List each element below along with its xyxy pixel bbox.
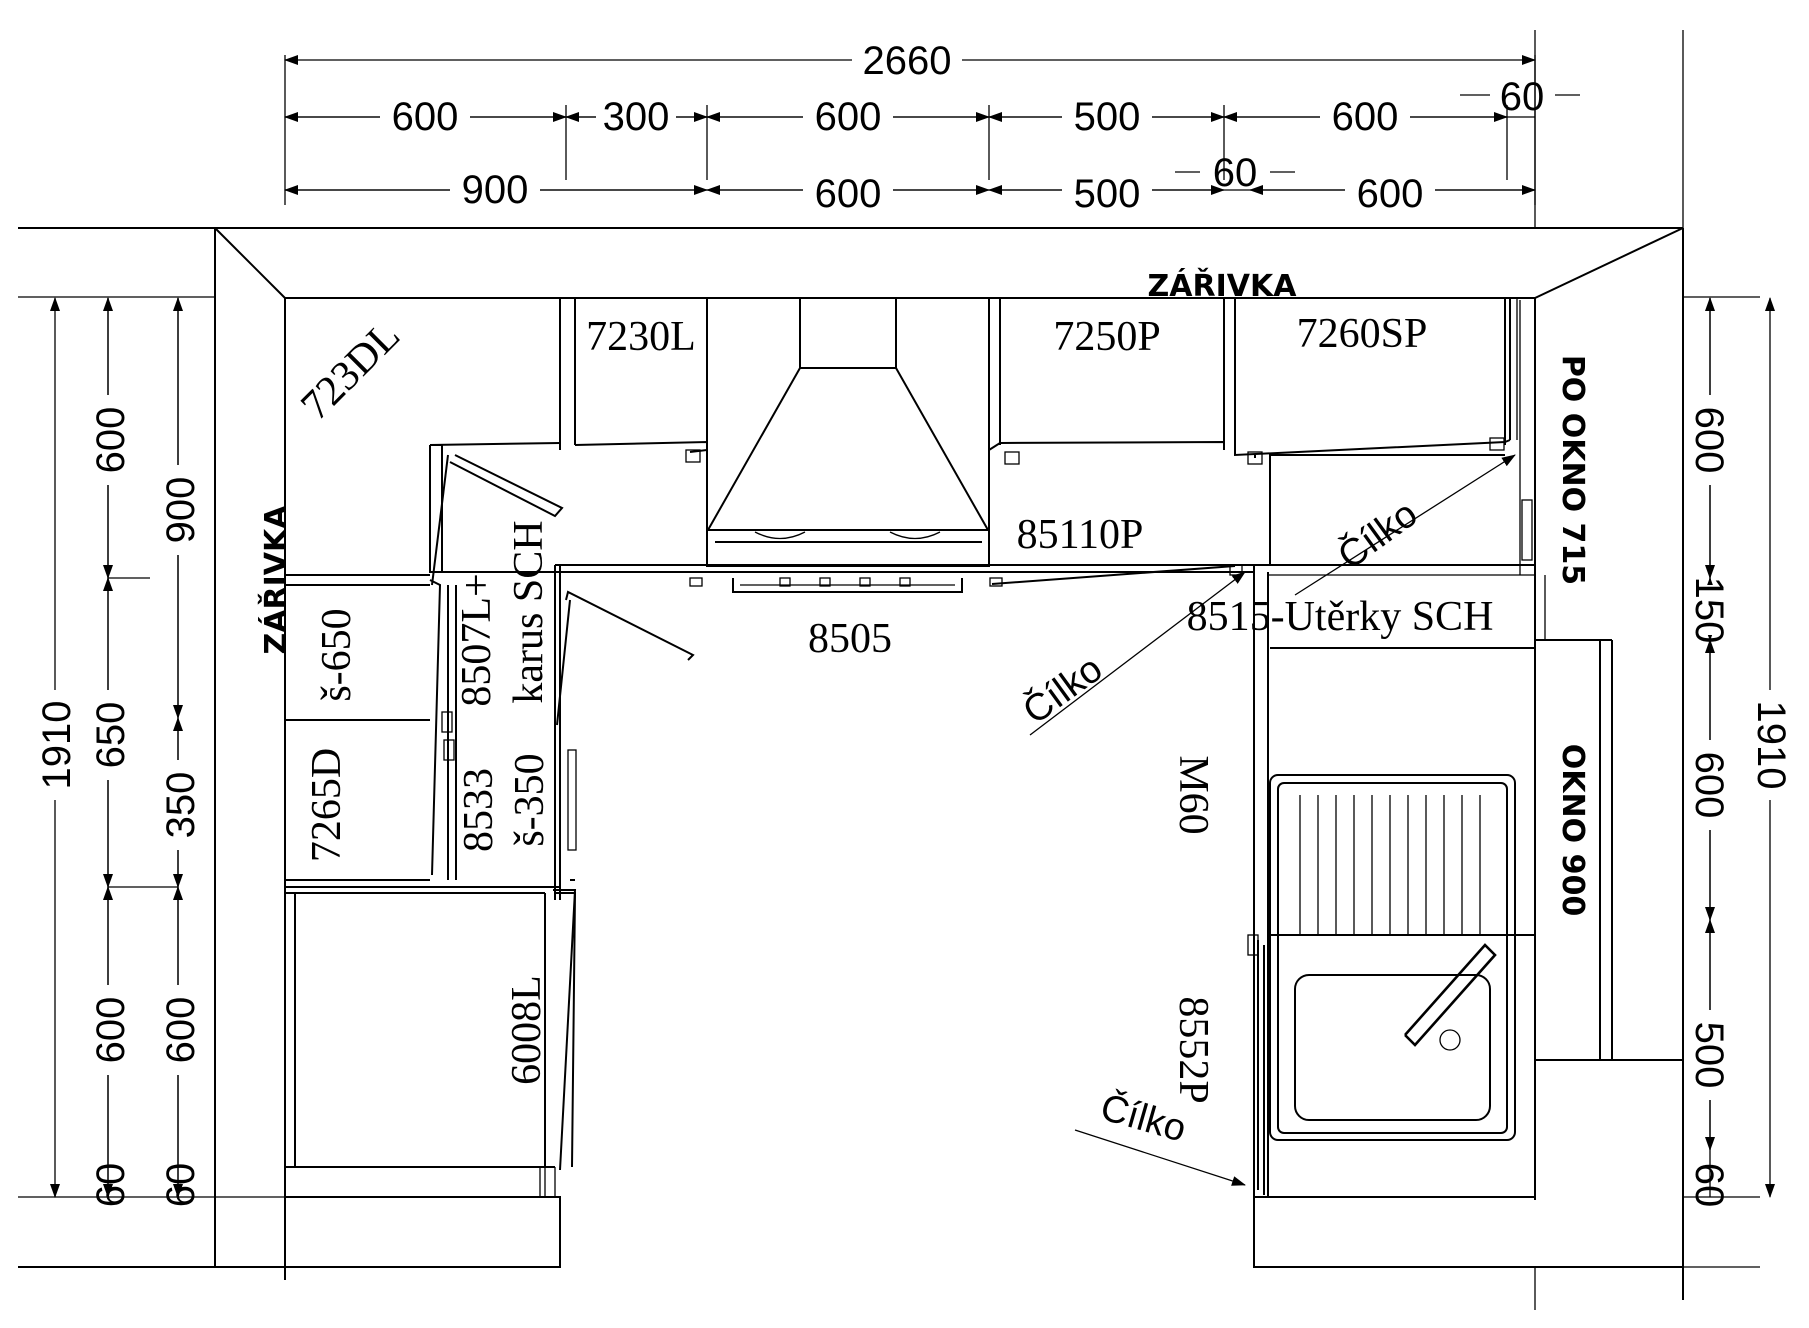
dim-left2-2: 350 (159, 772, 203, 839)
dim-top-row2-4: 600 (1357, 172, 1424, 216)
label-left-wall-1: š-650 (314, 608, 360, 701)
labels: ZÁŘIVKA ZÁŘIVKA PO OKNO 715 OKNO 900 723… (258, 268, 1590, 1151)
dim-top-row2-1: 900 (462, 168, 529, 212)
dim-top-row2-3: 500 (1074, 172, 1141, 216)
cooker-hood (706, 297, 990, 567)
dim-right-5: 60 (1687, 1163, 1731, 1208)
dim-left1-2: 650 (89, 702, 133, 769)
dim-left1-1: 600 (89, 407, 133, 474)
left-dimensions: 1910 600 650 600 60 900 350 600 60 (35, 297, 203, 1208)
label-lamp-top: ZÁŘIVKA (1148, 268, 1298, 304)
label-lamp-left: ZÁŘIVKA (258, 505, 294, 655)
label-tall-unit: 6008L (504, 975, 550, 1085)
label-window-lower: OKNO 900 (1555, 744, 1590, 916)
dim-top-5: 600 (1332, 95, 1399, 139)
label-window-upper: PO OKNO 715 (1555, 355, 1590, 585)
dim-top-row2-2: 600 (815, 172, 882, 216)
dim-top-2: 300 (603, 95, 670, 139)
label-narrow-base-2: š-350 (507, 753, 553, 846)
label-corner-base-1: 8507L+ (454, 573, 500, 706)
dim-right-1: 600 (1687, 407, 1731, 474)
label-hood-base: 85110P (1017, 512, 1144, 558)
dim-right-3: 600 (1687, 752, 1731, 819)
top-dimensions: 2660 600 300 600 500 600 60 (284, 39, 1580, 216)
dim-left2-1: 900 (159, 477, 203, 544)
dim-right-total: 1910 (1749, 701, 1793, 790)
dim-top-1: 600 (392, 95, 459, 139)
label-sink-base: 8552P (1170, 996, 1216, 1103)
walls (18, 30, 1760, 1310)
dim-left2-3: 600 (159, 997, 203, 1064)
base-cabinets (429, 444, 1535, 1197)
left-cabinets (285, 574, 577, 1197)
label-trim-1: Čílko (1014, 646, 1110, 732)
label-narrow-base-1: 8533 (456, 768, 502, 852)
sink-unit (1247, 300, 1683, 1195)
label-corner-wall-cabinet: 723DL (292, 312, 409, 429)
label-corner-base-2: karus SCH (506, 520, 552, 703)
label-towel-base: 8515-Utěrky SCH (1187, 594, 1494, 640)
dim-top-gap: 60 (1213, 151, 1258, 195)
trim-pointers (1029, 454, 1516, 1186)
dim-total-width: 2660 (863, 39, 952, 83)
dim-top-end: 60 (1500, 75, 1545, 119)
dim-left-total: 1910 (35, 701, 79, 790)
label-wall-cabinet-2: 7250P (1053, 314, 1160, 360)
right-dimensions: 1910 600 150 600 500 60 (1687, 297, 1794, 1208)
dim-left1-4: 60 (89, 1163, 133, 1208)
dim-right-2: 150 (1687, 577, 1731, 644)
label-wall-cabinet-3: 7260SP (1297, 311, 1428, 357)
dim-top-3: 600 (815, 95, 882, 139)
dim-right-4: 500 (1687, 1022, 1731, 1089)
label-left-wall-2: 7265D (304, 748, 350, 862)
label-dishwasher: M60 (1170, 755, 1216, 834)
label-hob-base: 8505 (808, 616, 892, 662)
dim-left1-3: 600 (89, 997, 133, 1064)
label-wall-cabinet-1: 7230L (586, 314, 696, 360)
dim-left2-4: 60 (159, 1163, 203, 1208)
dim-top-4: 500 (1074, 95, 1141, 139)
